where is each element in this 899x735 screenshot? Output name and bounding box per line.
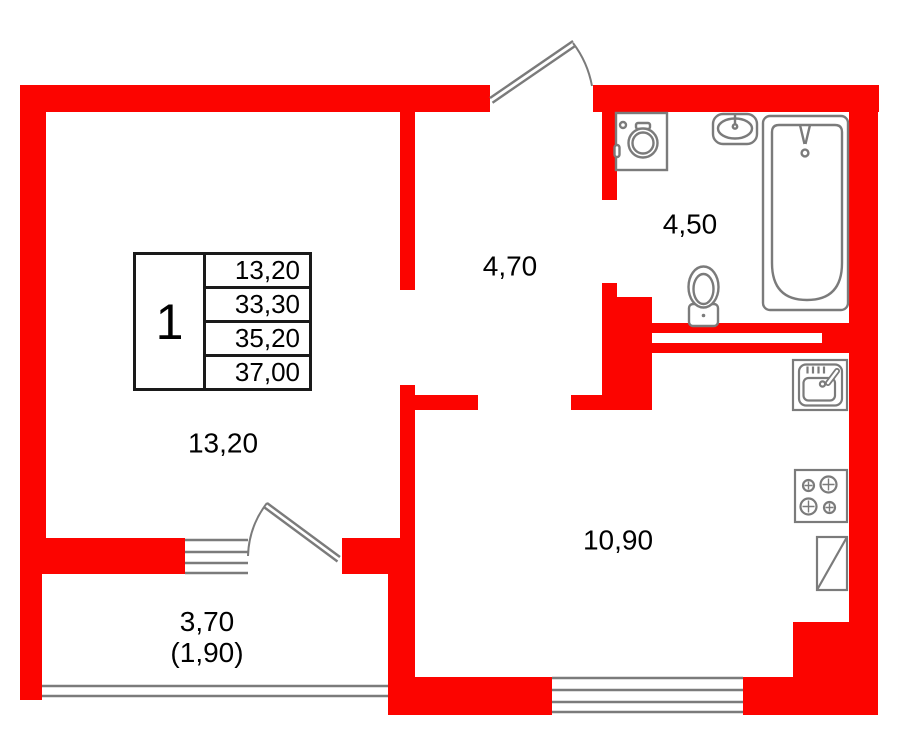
wall-hall-kitchen-stub-right (571, 395, 602, 410)
kitchen-sink (791, 358, 849, 412)
loggia-area-reduced: (1,90) (170, 637, 244, 668)
bathtub (761, 114, 850, 312)
stamp-row-area-2: 33,30 (203, 286, 312, 323)
wall-living-hall-upper (400, 112, 415, 290)
balcony-door (247, 502, 341, 563)
wall-bathroom-lower-wide (617, 297, 652, 410)
wall-bottom-right-of-window (743, 677, 793, 715)
wall-living-bottom-right (342, 538, 415, 574)
wall-living-hall-lower (400, 385, 415, 538)
wall-slot (652, 333, 822, 343)
stamp-table: 1 13,20 33,30 35,20 37,00 (133, 252, 312, 391)
room-label-kitchen: 10,90 (582, 524, 654, 556)
living-window (185, 538, 248, 575)
stamp-row-living-area: 13,20 (203, 252, 312, 289)
wall-bottom-left-of-window (388, 677, 552, 715)
loggia-glazing (42, 684, 388, 698)
toilet (687, 265, 720, 328)
loggia-area: 3,70 (179, 606, 235, 637)
wall-hall-kitchen-stub-left (415, 395, 478, 410)
room-label-living: 13,20 (187, 427, 259, 459)
room-label-bathroom: 4,50 (662, 208, 718, 240)
walls (20, 85, 879, 715)
wall-right (849, 85, 878, 622)
wall-bathroom-upper (602, 112, 617, 200)
wall-living-bottom-left (20, 538, 185, 574)
wall-top-left (20, 85, 490, 112)
entrance-door (489, 40, 593, 104)
wall-top-right (593, 85, 879, 112)
wall-left-lower (20, 574, 42, 700)
wall-left-upper (20, 85, 46, 574)
stamp-row-total-area: 37,00 (203, 354, 312, 391)
stove (793, 468, 849, 524)
kitchen-window (552, 676, 743, 714)
washing-machine (613, 111, 669, 172)
wall-bathroom-lower-thin (602, 283, 617, 410)
wall-corner-block (793, 622, 878, 715)
room-label-loggia: 3,70 (1,90) (170, 606, 243, 668)
stamp-row-area-3: 35,20 (203, 320, 312, 357)
stamp-room-count: 1 (133, 252, 206, 391)
bathroom-sink (711, 112, 759, 146)
refrigerator (815, 535, 849, 592)
room-label-hallway: 4,70 (482, 250, 538, 282)
